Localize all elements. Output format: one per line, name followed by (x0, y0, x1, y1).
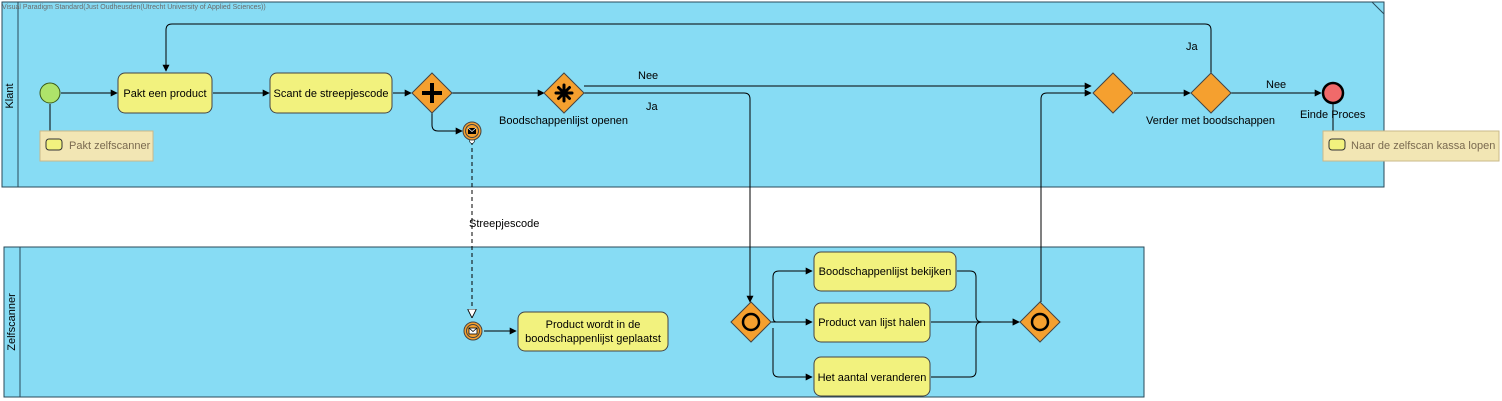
annotation-naar-kassa-text: Naar de zelfscan kassa lopen (1351, 140, 1495, 152)
label-ja-mid: Ja (646, 101, 659, 113)
circle-icon (741, 312, 761, 332)
start-event[interactable] (39, 82, 61, 104)
verder-gateway[interactable] (1190, 72, 1232, 114)
task-scant-streepjescode-label: Scant de streepjescode (274, 88, 389, 100)
inclusive-gateway-join[interactable] (1019, 301, 1061, 343)
task-icon (45, 138, 63, 151)
task-product-van-lijst-halen[interactable]: Product van lijst halen (813, 302, 931, 343)
flow-parallel-to-message (431, 113, 463, 135)
annotation-pakt-zelfscanner: Pakt zelfscanner (39, 130, 154, 162)
flow-verder-ja-loop (162, 23, 1212, 73)
inclusive-gateway-split[interactable] (730, 301, 772, 343)
task-pakt-een-product[interactable]: Pakt een product (117, 72, 213, 114)
task-het-aantal-veranderen[interactable]: Het aantal veranderen (813, 356, 931, 397)
label-nee-top: Nee (638, 70, 658, 82)
complex-gateway[interactable] (543, 72, 585, 114)
circle-icon (1030, 312, 1050, 332)
envelope-icon (468, 327, 478, 335)
annotation-pakt-zelfscanner-text: Pakt zelfscanner (69, 140, 151, 152)
task-het-aantal-veranderen-label: Het aantal veranderen (818, 372, 927, 384)
annotation-naar-kassa: Naar de zelfscan kassa lopen (1322, 130, 1500, 162)
pool-klant-label: Klant (4, 83, 16, 108)
task-product-geplaatst-line1: Product wordt in de (546, 319, 641, 331)
end-event[interactable] (1321, 81, 1345, 105)
flow-veranderen-to-join (931, 321, 983, 378)
message-event-receive[interactable] (463, 321, 483, 341)
watermark: Visual Paradigm Standard(Just Oudheusden… (2, 4, 266, 11)
task-product-geplaatst-line2: boodschappenlijst geplaatst (525, 333, 661, 345)
task-scant-streepjescode[interactable]: Scant de streepjescode (269, 72, 393, 114)
merge-gateway[interactable] (1092, 72, 1134, 114)
pool-zelfscanner-label: Zelfscanner (6, 293, 18, 351)
flow-complex-ja (584, 92, 754, 303)
task-boodschappenlijst-bekijken[interactable]: Boodschappenlijst bekijken (813, 251, 957, 292)
label-boodschappenlijst-openen: Boodschappenlijst openen (499, 115, 628, 127)
task-boodschappenlijst-bekijken-label: Boodschappenlijst bekijken (819, 266, 952, 278)
label-streepjescode: Streepjescode (469, 218, 539, 230)
label-einde-proces: Einde Proces (1300, 109, 1366, 121)
label-ja-loop: Ja (1186, 41, 1199, 53)
task-pakt-een-product-label: Pakt een product (123, 88, 206, 100)
parallel-gateway[interactable] (411, 72, 453, 114)
envelope-icon (467, 127, 477, 134)
task-product-geplaatst[interactable]: Product wordt in de boodschappenlijst ge… (517, 311, 669, 352)
asterisk-icon (554, 83, 574, 103)
task-product-van-lijst-halen-label: Product van lijst halen (818, 317, 926, 329)
task-icon (1328, 138, 1346, 151)
flow-join-to-merge (1040, 89, 1092, 302)
plus-icon (422, 83, 442, 103)
flow-split-to-veranderen (772, 328, 813, 381)
message-event-send[interactable] (462, 121, 482, 141)
label-verder-met-boodschappen: Verder met boodschappen (1146, 115, 1275, 127)
pool-klant: Klant (1, 1, 1385, 188)
sequence-flows (61, 23, 1322, 381)
label-nee-end: Nee (1266, 79, 1286, 91)
